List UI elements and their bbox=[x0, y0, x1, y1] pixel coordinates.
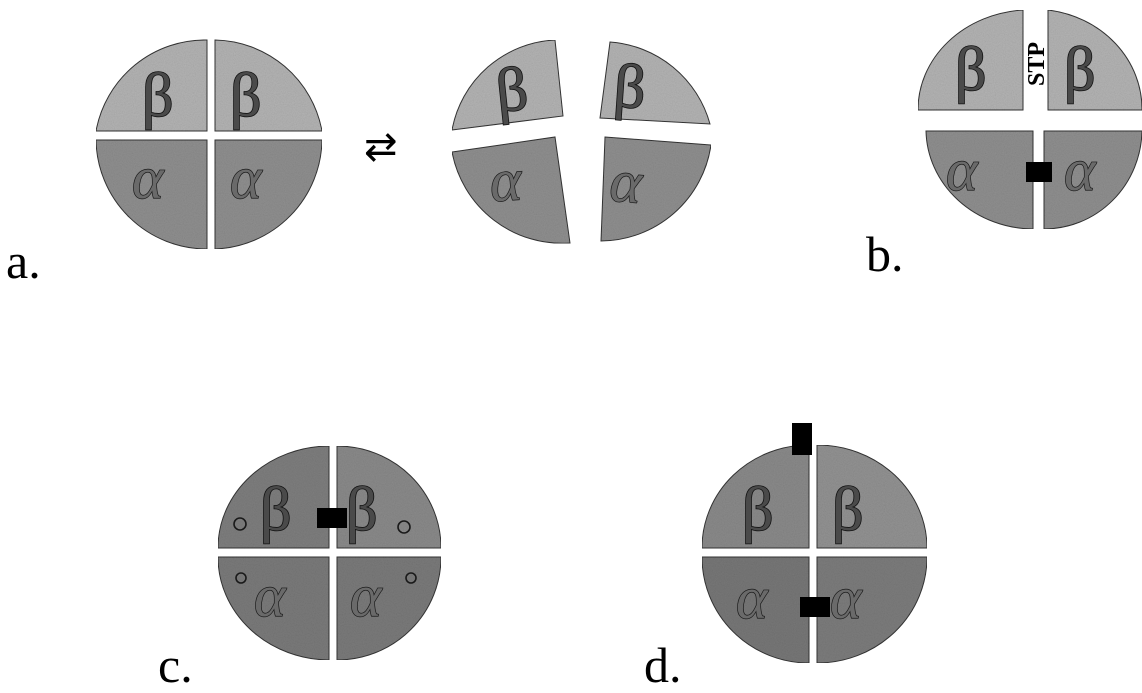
alpha-subunit-bottom-right bbox=[336, 556, 442, 661]
heme-marker bbox=[233, 517, 247, 531]
beta-label: β bbox=[493, 55, 531, 126]
beta-subunit-top-left bbox=[917, 9, 1024, 111]
tetramer-crosslinked-alpha bbox=[701, 444, 928, 664]
alpha-label: α bbox=[254, 563, 287, 629]
alpha-subunit-bottom-right bbox=[600, 136, 712, 242]
alpha-label: α bbox=[132, 145, 165, 211]
beta-subunit-top-left bbox=[451, 39, 564, 131]
crosslink-bar bbox=[792, 423, 812, 455]
alpha-label: α bbox=[487, 146, 525, 214]
beta-label: β bbox=[832, 476, 864, 544]
alpha-label: α bbox=[1064, 137, 1097, 203]
beta-label: β bbox=[1064, 36, 1096, 104]
tetramer-crosslinked-beta bbox=[217, 445, 442, 661]
beta-label: β bbox=[346, 476, 378, 544]
heme-marker bbox=[397, 520, 411, 534]
panel-a: β β α α ⇄ β β α α a. bbox=[6, 39, 712, 289]
panel-label-b: b. bbox=[866, 226, 904, 282]
beta-subunit-top-left bbox=[95, 39, 208, 132]
panel-label-c: c. bbox=[158, 637, 193, 693]
alpha-subunit-bottom-right bbox=[214, 139, 323, 250]
tetramer-separated bbox=[451, 39, 712, 244]
beta-label: β bbox=[955, 36, 987, 104]
beta-label: β bbox=[230, 62, 262, 130]
alpha-label: α bbox=[946, 137, 979, 203]
tetramer-compact bbox=[95, 39, 323, 250]
beta-label: β bbox=[260, 476, 292, 544]
beta-label: β bbox=[142, 62, 174, 130]
crosslink-bar bbox=[800, 597, 830, 617]
alpha-subunit-bottom-left bbox=[95, 139, 208, 250]
beta-subunit-top-left bbox=[701, 444, 810, 549]
heme-marker bbox=[405, 572, 417, 584]
heme-marker bbox=[235, 572, 247, 584]
panel-b: β β STP α α b. bbox=[866, 9, 1142, 282]
alpha-subunit-bottom-left bbox=[925, 130, 1034, 230]
crosslink-bar bbox=[1026, 162, 1052, 182]
alpha-subunit-bottom-left bbox=[217, 556, 330, 661]
alpha-label: α bbox=[350, 563, 383, 629]
alpha-label: α bbox=[736, 565, 769, 631]
beta-subunit-top-right bbox=[336, 445, 442, 549]
crosslink-bar bbox=[317, 508, 347, 528]
panel-label-a: a. bbox=[6, 233, 41, 289]
tetramer-stp-bound bbox=[917, 9, 1142, 230]
alpha-subunit-bottom-right bbox=[816, 556, 928, 664]
panel-label-d: d. bbox=[644, 637, 682, 693]
beta-subunit-top-right bbox=[214, 39, 323, 132]
alpha-subunit-bottom-left bbox=[451, 136, 571, 244]
beta-subunit-top-right bbox=[599, 41, 711, 125]
equilibrium-arrows: ⇄ bbox=[364, 124, 398, 170]
stp-label: STP bbox=[1024, 42, 1050, 86]
panel-d: β β α α d. bbox=[644, 423, 928, 693]
beta-subunit-top-right bbox=[816, 444, 928, 549]
panel-c: β β α α c. bbox=[158, 445, 442, 693]
alpha-subunit-bottom-right bbox=[1043, 130, 1142, 230]
beta-label: β bbox=[742, 476, 774, 544]
alpha-subunit-bottom-left bbox=[701, 556, 810, 664]
alpha-label: α bbox=[230, 145, 263, 211]
alpha-label: α bbox=[830, 565, 863, 631]
beta-label: β bbox=[612, 52, 648, 122]
